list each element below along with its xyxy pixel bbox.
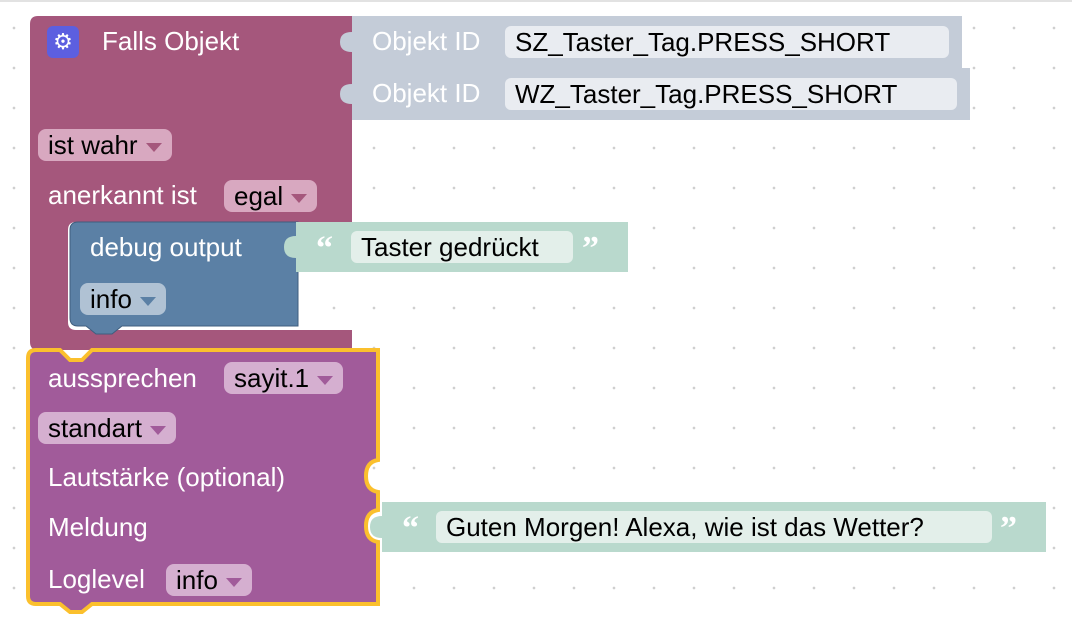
- debug-label: debug output: [90, 232, 242, 262]
- object-id-label-1: Objekt ID: [372, 26, 481, 56]
- say-mode-value: standart: [48, 413, 142, 443]
- condition-value: ist wahr: [48, 130, 138, 160]
- close-quote-icon: ”: [1000, 510, 1017, 547]
- ack-dropdown[interactable]: egal: [224, 180, 318, 212]
- open-quote-icon: “: [402, 510, 419, 547]
- volume-label: Lautstärke (optional): [48, 462, 286, 492]
- debug-text-field[interactable]: Taster gedrückt: [351, 231, 573, 263]
- chevron-down-icon: [149, 425, 166, 435]
- chevron-down-icon: [291, 193, 308, 203]
- say-mode-dropdown[interactable]: standart: [38, 412, 176, 444]
- trigger-block-shape[interactable]: [30, 16, 352, 350]
- loglevel-label: Loglevel: [48, 564, 145, 594]
- debug-level-value: info: [90, 284, 132, 314]
- debug-level-dropdown[interactable]: info: [80, 283, 166, 315]
- object-id-label-2: Objekt ID: [372, 78, 481, 108]
- chevron-down-icon: [145, 142, 162, 152]
- message-label: Meldung: [48, 512, 148, 542]
- say-message-field[interactable]: Guten Morgen! Alexa, wie ist das Wetter?: [436, 511, 992, 543]
- chevron-down-icon: [225, 577, 242, 587]
- object-id-field-2[interactable]: WZ_Taster_Tag.PRESS_SHORT: [505, 78, 957, 110]
- object-id-field-1[interactable]: SZ_Taster_Tag.PRESS_SHORT: [505, 26, 949, 58]
- close-quote-icon: ”: [582, 230, 599, 267]
- open-quote-icon: “: [316, 230, 333, 267]
- say-instance-value: sayit.1: [234, 363, 310, 393]
- top-border: [0, 0, 1072, 2]
- trigger-title: Falls Objekt: [102, 26, 240, 56]
- loglevel-dropdown[interactable]: info: [166, 564, 252, 596]
- say-label: aussprechen: [48, 363, 197, 393]
- ack-value: egal: [234, 181, 284, 211]
- say-instance-dropdown[interactable]: sayit.1: [224, 362, 344, 394]
- condition-dropdown[interactable]: ist wahr: [38, 129, 172, 161]
- ack-label: anerkannt ist: [48, 180, 197, 210]
- chevron-down-icon: [317, 375, 334, 385]
- loglevel-value: info: [176, 565, 218, 595]
- chevron-down-icon: [139, 296, 156, 306]
- gear-icon[interactable]: ⚙: [47, 26, 79, 58]
